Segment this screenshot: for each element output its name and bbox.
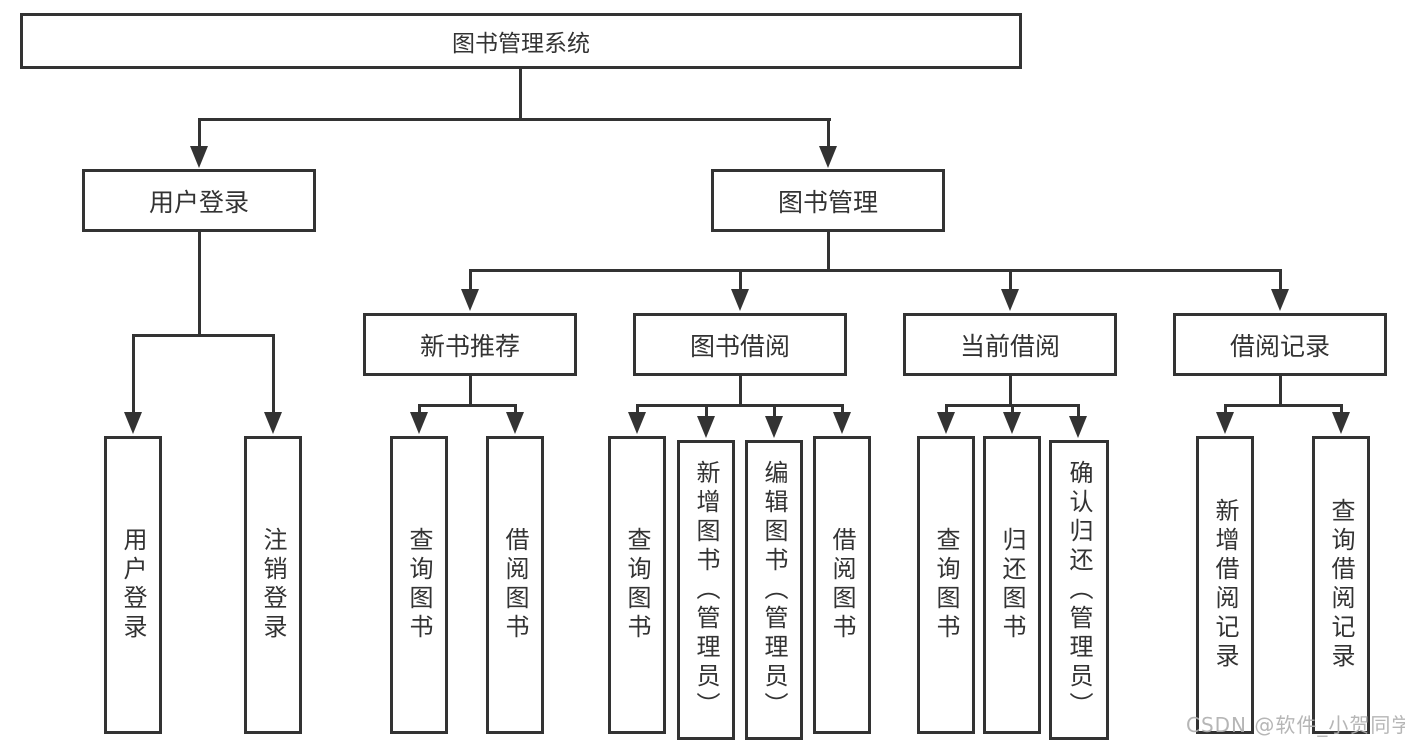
arrowhead-icon xyxy=(190,146,208,168)
leaf-add-borrow-record: 新增借阅记录 xyxy=(1196,436,1254,734)
leaf-query-books-borrowing: 查询图书 xyxy=(608,436,666,734)
leaf-add-books-admin: 新增图书（管理员） xyxy=(677,440,735,740)
leaf-user-login: 用户登录 xyxy=(104,436,162,734)
connector xyxy=(469,269,1282,272)
connector xyxy=(1340,404,1343,414)
node-label: 新书推荐 xyxy=(419,331,520,361)
connector xyxy=(1224,404,1343,407)
leaf-query-books-recommend: 查询图书 xyxy=(390,436,448,734)
connector xyxy=(739,269,742,291)
leaf-label: 注销登录 xyxy=(259,527,287,643)
connector xyxy=(132,334,135,414)
leaf-label: 查询图书 xyxy=(932,527,960,643)
connector xyxy=(418,404,517,407)
connector xyxy=(827,118,830,148)
leaf-label: 借阅图书 xyxy=(501,527,529,643)
connector xyxy=(945,404,948,414)
node-label: 图书管理 xyxy=(777,187,878,217)
leaf-label: 编辑图书（管理员） xyxy=(760,459,788,721)
connector xyxy=(773,404,776,418)
connector xyxy=(636,404,639,414)
arrowhead-icon xyxy=(819,146,837,168)
leaf-query-borrow-record: 查询借阅记录 xyxy=(1312,436,1370,734)
arrowhead-icon xyxy=(628,412,646,434)
leaf-label: 借阅图书 xyxy=(828,527,856,643)
arrowhead-icon xyxy=(506,412,524,434)
arrowhead-icon xyxy=(765,416,783,438)
leaf-edit-books-admin: 编辑图书（管理员） xyxy=(745,440,803,740)
leaf-label: 用户登录 xyxy=(119,527,147,643)
arrowhead-icon xyxy=(1069,416,1087,438)
connector xyxy=(705,404,708,418)
arrowhead-icon xyxy=(461,289,479,311)
node-label: 图书管理系统 xyxy=(452,31,590,57)
connector xyxy=(739,375,742,406)
arrowhead-icon xyxy=(1216,412,1234,434)
connector xyxy=(1009,375,1012,406)
node-current-borrowing: 当前借阅 xyxy=(903,313,1117,376)
node-label: 当前借阅 xyxy=(959,331,1060,361)
connector xyxy=(198,231,201,336)
node-borrowing-records: 借阅记录 xyxy=(1173,313,1387,376)
node-book-borrowing: 图书借阅 xyxy=(633,313,847,376)
connector xyxy=(1279,375,1282,406)
arrowhead-icon xyxy=(833,412,851,434)
arrowhead-icon xyxy=(937,412,955,434)
connector xyxy=(514,404,517,414)
leaf-label: 归还图书 xyxy=(998,527,1026,643)
leaf-label: 查询图书 xyxy=(623,527,651,643)
node-label: 借阅记录 xyxy=(1229,331,1330,361)
node-library-management-system: 图书管理系统 xyxy=(20,13,1022,69)
connector xyxy=(469,375,472,406)
arrowhead-icon xyxy=(1271,289,1289,311)
leaf-return-books: 归还图书 xyxy=(983,436,1041,734)
leaf-borrow-books-recommend: 借阅图书 xyxy=(486,436,544,734)
leaf-borrow-books-borrowing: 借阅图书 xyxy=(813,436,871,734)
arrowhead-icon xyxy=(124,412,142,434)
node-user-login: 用户登录 xyxy=(82,169,316,232)
node-book-management: 图书管理 xyxy=(711,169,945,232)
connector xyxy=(1077,404,1080,418)
watermark: CSDN @软件_小贺同学 xyxy=(1186,713,1405,737)
node-new-book-recommend: 新书推荐 xyxy=(363,313,577,376)
leaf-label: 新增借阅记录 xyxy=(1211,498,1239,672)
arrowhead-icon xyxy=(264,412,282,434)
connector xyxy=(841,404,844,414)
connector xyxy=(1279,269,1282,291)
connector xyxy=(272,334,275,414)
arrowhead-icon xyxy=(1332,412,1350,434)
leaf-label: 确认归还（管理员） xyxy=(1065,459,1093,721)
node-label: 用户登录 xyxy=(148,187,249,217)
arrowhead-icon xyxy=(1001,289,1019,311)
leaf-label: 查询图书 xyxy=(405,527,433,643)
node-label: 图书借阅 xyxy=(689,331,790,361)
connector xyxy=(132,334,275,337)
connector xyxy=(1011,404,1014,414)
connector xyxy=(827,231,830,271)
connector xyxy=(1224,404,1227,414)
connector xyxy=(636,404,844,407)
arrowhead-icon xyxy=(697,416,715,438)
leaf-label: 新增图书（管理员） xyxy=(692,459,720,721)
arrowhead-icon xyxy=(410,412,428,434)
leaf-query-books-current: 查询图书 xyxy=(917,436,975,734)
connector xyxy=(198,118,831,121)
leaf-logout: 注销登录 xyxy=(244,436,302,734)
arrowhead-icon xyxy=(731,289,749,311)
connector xyxy=(1009,269,1012,291)
arrowhead-icon xyxy=(1003,412,1021,434)
connector xyxy=(198,118,201,148)
connector xyxy=(519,68,522,120)
leaf-label: 查询借阅记录 xyxy=(1327,498,1355,672)
connector xyxy=(469,269,472,291)
leaf-confirm-return-admin: 确认归还（管理员） xyxy=(1049,440,1109,740)
connector xyxy=(418,404,421,414)
